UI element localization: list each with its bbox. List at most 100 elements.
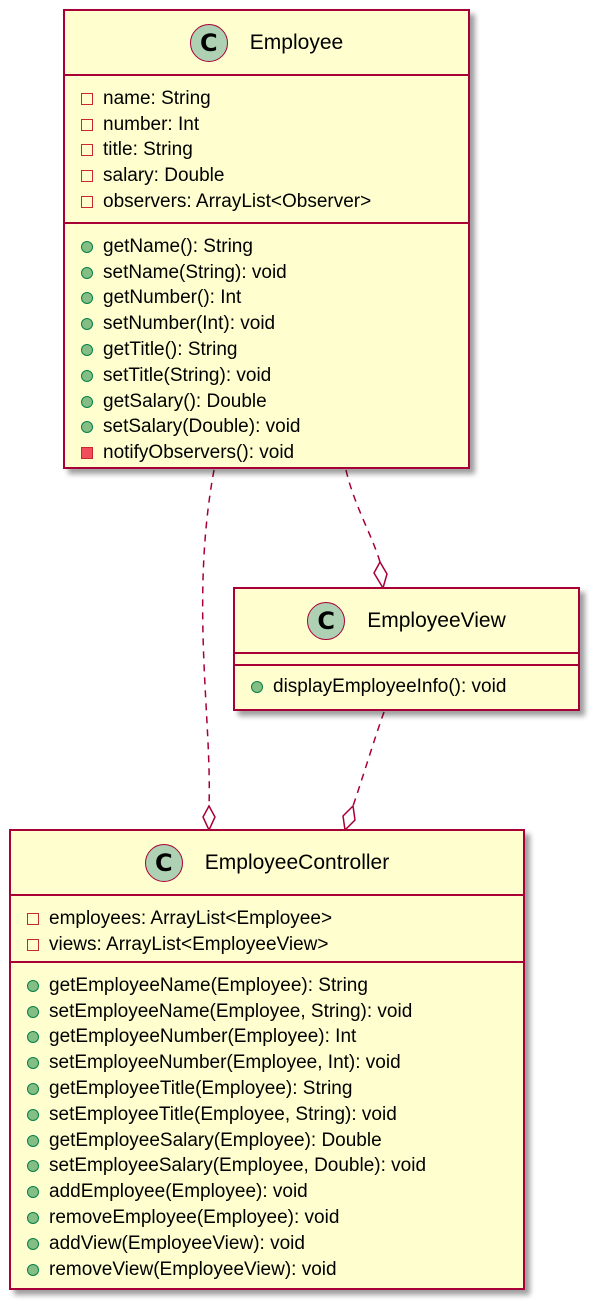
- method-text: setEmployeeTitle(Employee, String): void: [49, 1103, 397, 1125]
- method-text: setEmployeeName(Employee, String): void: [49, 1000, 413, 1022]
- aggregation-diamond-controller-left: [202, 804, 216, 832]
- field-row: salary: Double: [81, 163, 468, 189]
- relation-employee-view: [345, 469, 381, 563]
- public-method-icon: [27, 1212, 39, 1225]
- aggregation-diamond-controller-right: [342, 804, 356, 832]
- private-method-icon: [81, 447, 93, 460]
- method-row: setSalary(Double): void: [81, 415, 468, 441]
- method-row: setTitle(String): void: [81, 363, 468, 389]
- field-text: employees: ArrayList<Employee>: [49, 907, 333, 929]
- method-row: removeEmployee(Employee): void: [27, 1205, 523, 1231]
- field-row: employees: ArrayList<Employee>: [27, 906, 523, 932]
- method-row: setNumber(Int): void: [81, 311, 468, 337]
- class-employee-view-name: EmployeeView: [367, 608, 506, 632]
- private-field-icon: [27, 912, 39, 925]
- field-row: title: String: [81, 138, 468, 164]
- method-text: addEmployee(Employee): void: [49, 1181, 308, 1203]
- method-text: getEmployeeTitle(Employee): String: [49, 1078, 353, 1100]
- field-text: title: String: [103, 139, 193, 161]
- relation-employee-controller: [201, 469, 215, 807]
- method-text: setEmployeeNumber(Employee, Int): void: [49, 1052, 401, 1074]
- method-row: setEmployeeTitle(Employee, String): void: [27, 1102, 523, 1128]
- public-method-icon: [27, 1083, 39, 1096]
- method-text: setSalary(Double): void: [103, 416, 301, 438]
- method-row: getEmployeeNumber(Employee): Int: [27, 1025, 523, 1051]
- method-row: getEmployeeSalary(Employee): Double: [27, 1128, 523, 1154]
- public-method-icon: [81, 292, 93, 305]
- class-employee-controller[interactable]: C EmployeeController employees: ArrayLis…: [9, 829, 525, 1290]
- method-row: removeView(EmployeeView): void: [27, 1257, 523, 1283]
- method-text: setNumber(Int): void: [103, 313, 276, 335]
- class-employee-controller-fields: employees: ArrayList<Employee> views: Ar…: [11, 896, 523, 963]
- method-row: getNumber(): Int: [81, 286, 468, 312]
- class-stereotype-icon: C: [144, 843, 183, 882]
- public-method-icon: [81, 318, 93, 331]
- public-method-icon: [27, 1005, 39, 1018]
- class-employee-view[interactable]: C EmployeeView displayEmployeeInfo(): vo…: [233, 587, 580, 711]
- field-row: views: ArrayList<EmployeeView>: [27, 932, 523, 958]
- relation-view-controller: [352, 711, 385, 807]
- method-row: addEmployee(Employee): void: [27, 1179, 523, 1205]
- public-method-icon: [27, 1263, 39, 1276]
- public-method-icon: [81, 369, 93, 382]
- method-text: notifyObservers(): void: [103, 442, 295, 464]
- field-text: number: Int: [103, 113, 200, 135]
- public-method-icon: [81, 344, 93, 357]
- class-employee-controller-methods: getEmployeeName(Employee): String setEmp…: [11, 963, 523, 1283]
- method-text: setEmployeeSalary(Employee, Double): voi…: [49, 1155, 427, 1177]
- method-row: setEmployeeNumber(Employee, Int): void: [27, 1050, 523, 1076]
- class-stereotype-icon: C: [307, 601, 346, 640]
- method-row: getEmployeeName(Employee): String: [27, 973, 523, 999]
- class-employee[interactable]: C Employee name: String number: Int titl…: [63, 9, 470, 469]
- method-text: getEmployeeName(Employee): String: [49, 974, 368, 996]
- private-field-icon: [81, 196, 93, 209]
- method-row: addView(EmployeeView): void: [27, 1231, 523, 1257]
- public-method-icon: [27, 979, 39, 992]
- private-field-icon: [81, 144, 93, 157]
- private-field-icon: [81, 118, 93, 131]
- method-text: addView(EmployeeView): void: [49, 1232, 305, 1254]
- method-text: setName(String): void: [103, 261, 287, 283]
- public-method-icon: [27, 1134, 39, 1147]
- public-method-icon: [251, 680, 263, 693]
- method-text: getEmployeeNumber(Employee): Int: [49, 1026, 357, 1048]
- method-row: notifyObservers(): void: [81, 440, 468, 466]
- private-field-icon: [81, 92, 93, 105]
- public-method-icon: [81, 421, 93, 434]
- method-row: displayEmployeeInfo(): void: [251, 674, 578, 700]
- class-employee-controller-header: C EmployeeController: [11, 831, 523, 896]
- method-text: getSalary(): Double: [103, 390, 267, 412]
- method-row: getName(): String: [81, 234, 468, 260]
- field-text: views: ArrayList<EmployeeView>: [49, 933, 329, 955]
- class-employee-header: C Employee: [65, 11, 468, 76]
- field-text: salary: Double: [103, 165, 225, 187]
- method-row: setEmployeeName(Employee, String): void: [27, 999, 523, 1025]
- method-row: getTitle(): String: [81, 337, 468, 363]
- public-method-icon: [27, 1186, 39, 1199]
- field-row: observers: ArrayList<Observer>: [81, 189, 468, 215]
- public-method-icon: [27, 1057, 39, 1070]
- method-row: setEmployeeSalary(Employee, Double): voi…: [27, 1154, 523, 1180]
- class-employee-view-methods: displayEmployeeInfo(): void: [235, 666, 578, 700]
- class-employee-fields: name: String number: Int title: String s…: [65, 76, 468, 224]
- public-method-icon: [81, 395, 93, 408]
- aggregation-diamond-view: [373, 560, 388, 590]
- method-text: displayEmployeeInfo(): void: [273, 675, 507, 697]
- method-text: getName(): String: [103, 235, 253, 257]
- class-employee-view-header: C EmployeeView: [235, 589, 578, 654]
- field-row: number: Int: [81, 112, 468, 138]
- private-field-icon: [27, 938, 39, 951]
- class-employee-controller-name: EmployeeController: [204, 850, 390, 874]
- class-employee-methods: getName(): String setName(String): void …: [65, 224, 468, 466]
- class-employee-view-fields: [235, 654, 578, 666]
- method-row: getEmployeeTitle(Employee): String: [27, 1076, 523, 1102]
- class-employee-name: Employee: [249, 30, 344, 54]
- private-field-icon: [81, 170, 93, 183]
- method-text: getEmployeeSalary(Employee): Double: [49, 1129, 382, 1151]
- class-stereotype-icon: C: [189, 23, 228, 62]
- public-method-icon: [81, 266, 93, 279]
- method-text: removeEmployee(Employee): void: [49, 1207, 340, 1229]
- method-row: setName(String): void: [81, 260, 468, 286]
- public-method-icon: [27, 1160, 39, 1173]
- method-text: setTitle(String): void: [103, 364, 272, 386]
